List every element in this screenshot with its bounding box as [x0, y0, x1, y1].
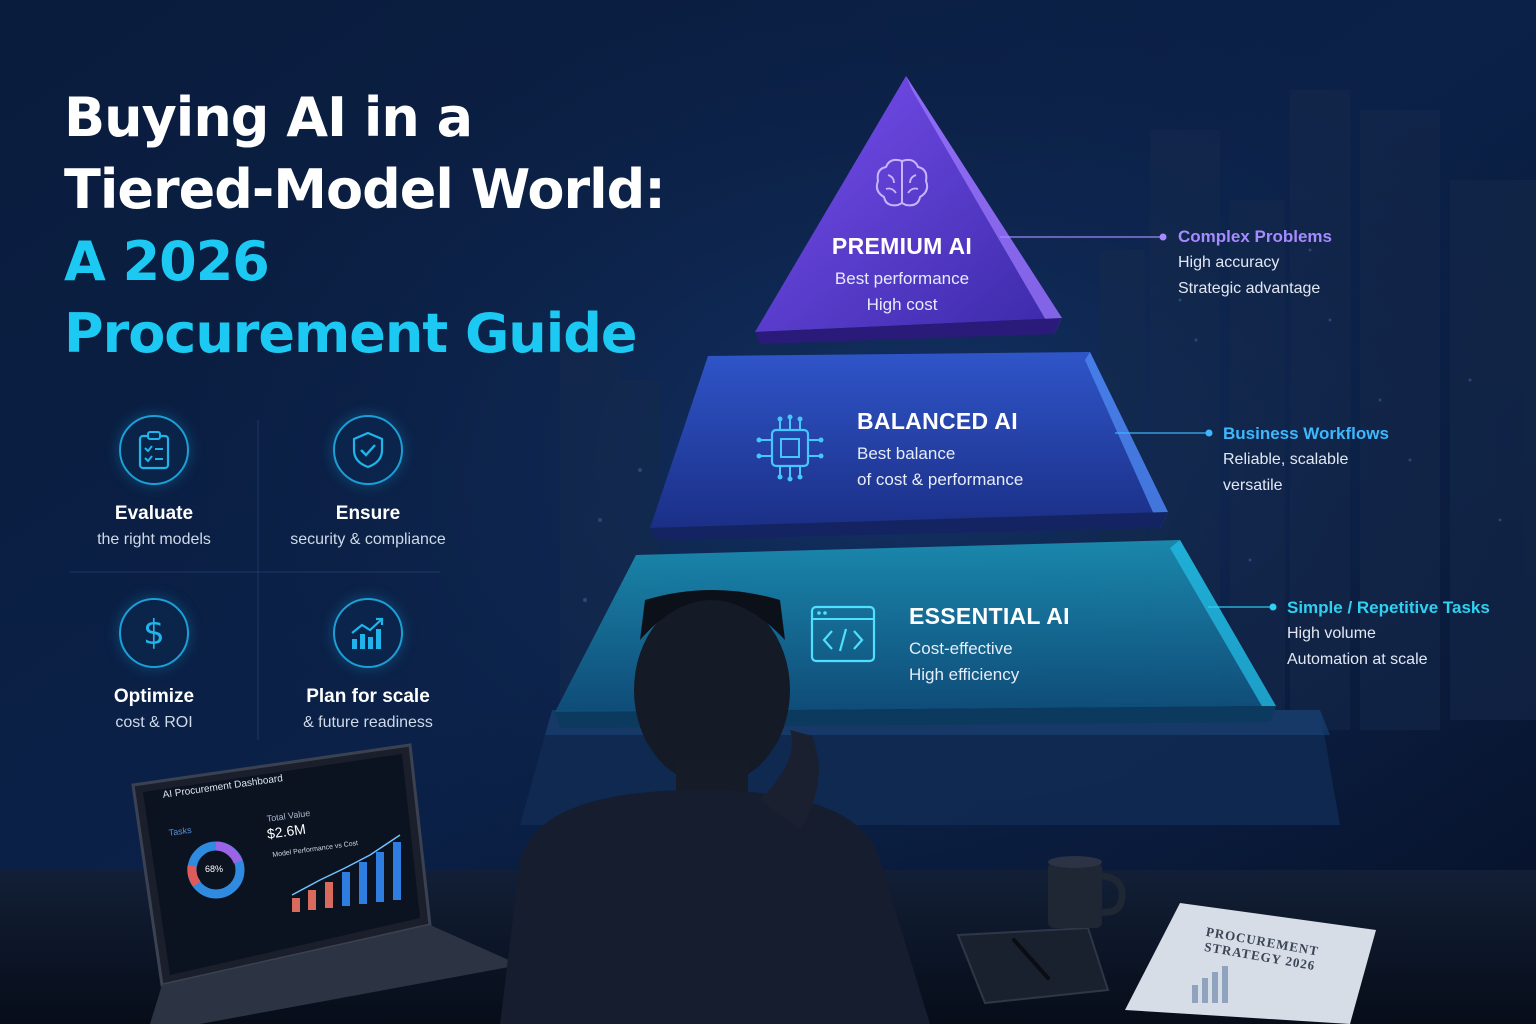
feature-ensure: Ensure security & compliance	[258, 415, 478, 549]
side-note-complex: Complex Problems High accuracy Strategic…	[1178, 227, 1332, 299]
title-line-2: Tiered-Model World:	[64, 158, 666, 221]
feature-subtitle: security & compliance	[290, 531, 446, 548]
side-note-line: High volume	[1287, 625, 1376, 642]
title-line-1: Buying AI in a	[64, 86, 473, 149]
feature-title: Optimize	[113, 686, 195, 707]
tier-desc-line-2: of cost & performance	[857, 470, 1024, 489]
tier-desc-line-2: High cost	[866, 295, 938, 314]
feature-optimize: $ Optimize cost & ROI	[44, 598, 264, 732]
growth-chart-icon	[333, 598, 403, 668]
dashboard-donut-chart	[187, 841, 245, 899]
feature-subtitle: the right models	[97, 531, 211, 548]
tier-description: Best balance of cost & performance	[857, 441, 1023, 493]
balanced-tier-label: BALANCED AI Best balance of cost & perfo…	[857, 408, 1023, 493]
side-note-line: Strategic advantage	[1178, 280, 1321, 297]
feature-title: Evaluate	[114, 503, 194, 524]
tier-description: Best performance High cost	[800, 266, 1004, 318]
brain-icon	[872, 155, 932, 216]
tier-description: Cost-effective High efficiency	[909, 636, 1070, 688]
page-title: Buying AI in a Tiered-Model World: A 202…	[64, 82, 666, 370]
tier-desc-line-1: Best balance	[857, 444, 956, 463]
side-note-line: Automation at scale	[1287, 651, 1428, 668]
premium-tier-shape	[755, 76, 1062, 332]
tier-name: PREMIUM AI	[831, 233, 973, 259]
clipboard-check-icon	[119, 415, 189, 485]
tier-desc-line-1: Best performance	[834, 269, 970, 288]
dollar-icon: $	[119, 598, 189, 668]
side-note-line: versatile	[1223, 477, 1283, 494]
shield-check-icon	[333, 415, 403, 485]
feature-plan: Plan for scale & future readiness	[258, 598, 478, 732]
side-note-heading: Complex Problems	[1178, 227, 1332, 246]
title-line-3: A 2026	[64, 230, 270, 293]
notebook	[956, 926, 1110, 1005]
feature-title: Ensure	[335, 503, 401, 524]
side-note-heading: Business Workflows	[1223, 424, 1389, 443]
code-window-icon	[810, 605, 876, 668]
tier-name: ESSENTIAL AI	[909, 603, 1070, 629]
feature-evaluate: Evaluate the right models	[44, 415, 264, 549]
tier-desc-line-1: Cost-effective	[909, 639, 1013, 658]
strategy-paper	[1125, 903, 1376, 1024]
coffee-mug	[1048, 856, 1126, 928]
side-note-simple: Simple / Repetitive Tasks High volume Au…	[1287, 598, 1490, 670]
balanced-tier-shape	[650, 352, 1168, 528]
premium-tier-label: PREMIUM AI Best performance High cost	[800, 233, 1004, 318]
side-note-line: High accuracy	[1178, 254, 1280, 271]
feature-subtitle: cost & ROI	[115, 714, 193, 731]
laptop	[131, 743, 520, 1024]
feature-title: Plan for scale	[306, 686, 430, 707]
tier-name: BALANCED AI	[857, 408, 1018, 434]
tier-desc-line-2: High efficiency	[909, 665, 1020, 684]
side-note-line: Reliable, scalable	[1223, 451, 1349, 468]
essential-tier-label: ESSENTIAL AI Cost-effective High efficie…	[909, 603, 1070, 688]
title-line-4: Procurement Guide	[64, 302, 638, 365]
person-silhouette	[500, 590, 930, 1024]
side-note-workflows: Business Workflows Reliable, scalable ve…	[1223, 424, 1389, 496]
dashboard-donut-value: 68%	[205, 864, 224, 874]
side-note-heading: Simple / Repetitive Tasks	[1287, 598, 1490, 617]
feature-subtitle: & future readiness	[303, 714, 433, 731]
dashboard-bar-chart	[291, 834, 401, 912]
chip-icon	[752, 412, 828, 489]
